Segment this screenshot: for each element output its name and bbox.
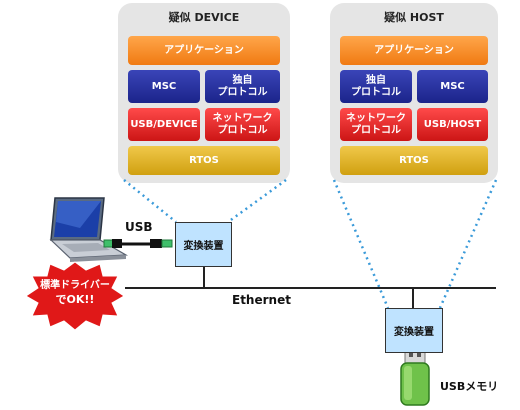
laptop-icon	[49, 197, 129, 262]
converter-right: 変換装置	[385, 308, 443, 353]
device-usb-block: USB/DEVICE	[128, 108, 200, 141]
device-dotted-left	[123, 179, 177, 223]
host-usb-block: USB/HOST	[417, 108, 488, 141]
converter-left: 変換装置	[175, 222, 232, 267]
device-msc-block: MSC	[128, 70, 200, 103]
host-dotted-left	[332, 179, 390, 309]
badge-text: 標準ドライバー でOK!!	[26, 280, 124, 306]
host-msc-block: MSC	[417, 70, 488, 103]
usb-cable-icon	[103, 239, 173, 248]
badge-burst-shape	[25, 261, 125, 331]
device-proto1-block: 独自 プロトコル	[205, 70, 280, 103]
device-dotted-right	[227, 178, 287, 224]
host-proto1-block: 独自 プロトコル	[340, 70, 412, 103]
device-proto2-block: ネットワーク プロトコル	[205, 108, 280, 141]
host-proto2-block: ネットワーク プロトコル	[340, 108, 412, 141]
device-panel: 疑似 DEVICE アプリケーション MSC 独自 プロトコル USB/DEVI…	[118, 3, 290, 183]
host-panel-title: 疑似 HOST	[384, 11, 444, 24]
badge-line1: 標準ドライバー	[40, 280, 110, 291]
host-app-block: アプリケーション	[340, 36, 488, 65]
host-panel: 疑似 HOST アプリケーション 独自 プロトコル MSC ネットワーク プロト…	[330, 3, 498, 183]
badge-line2: でOK!!	[55, 292, 95, 306]
usb-label: USB	[125, 220, 153, 234]
ethernet-label: Ethernet	[232, 293, 291, 307]
device-rtos-block: RTOS	[128, 146, 280, 175]
device-panel-title: 疑似 DEVICE	[168, 11, 240, 24]
host-rtos-block: RTOS	[340, 146, 488, 175]
usb-memory-label: USBメモリ	[440, 380, 499, 393]
usb-memory-icon	[400, 349, 430, 406]
device-app-block: アプリケーション	[128, 36, 280, 65]
